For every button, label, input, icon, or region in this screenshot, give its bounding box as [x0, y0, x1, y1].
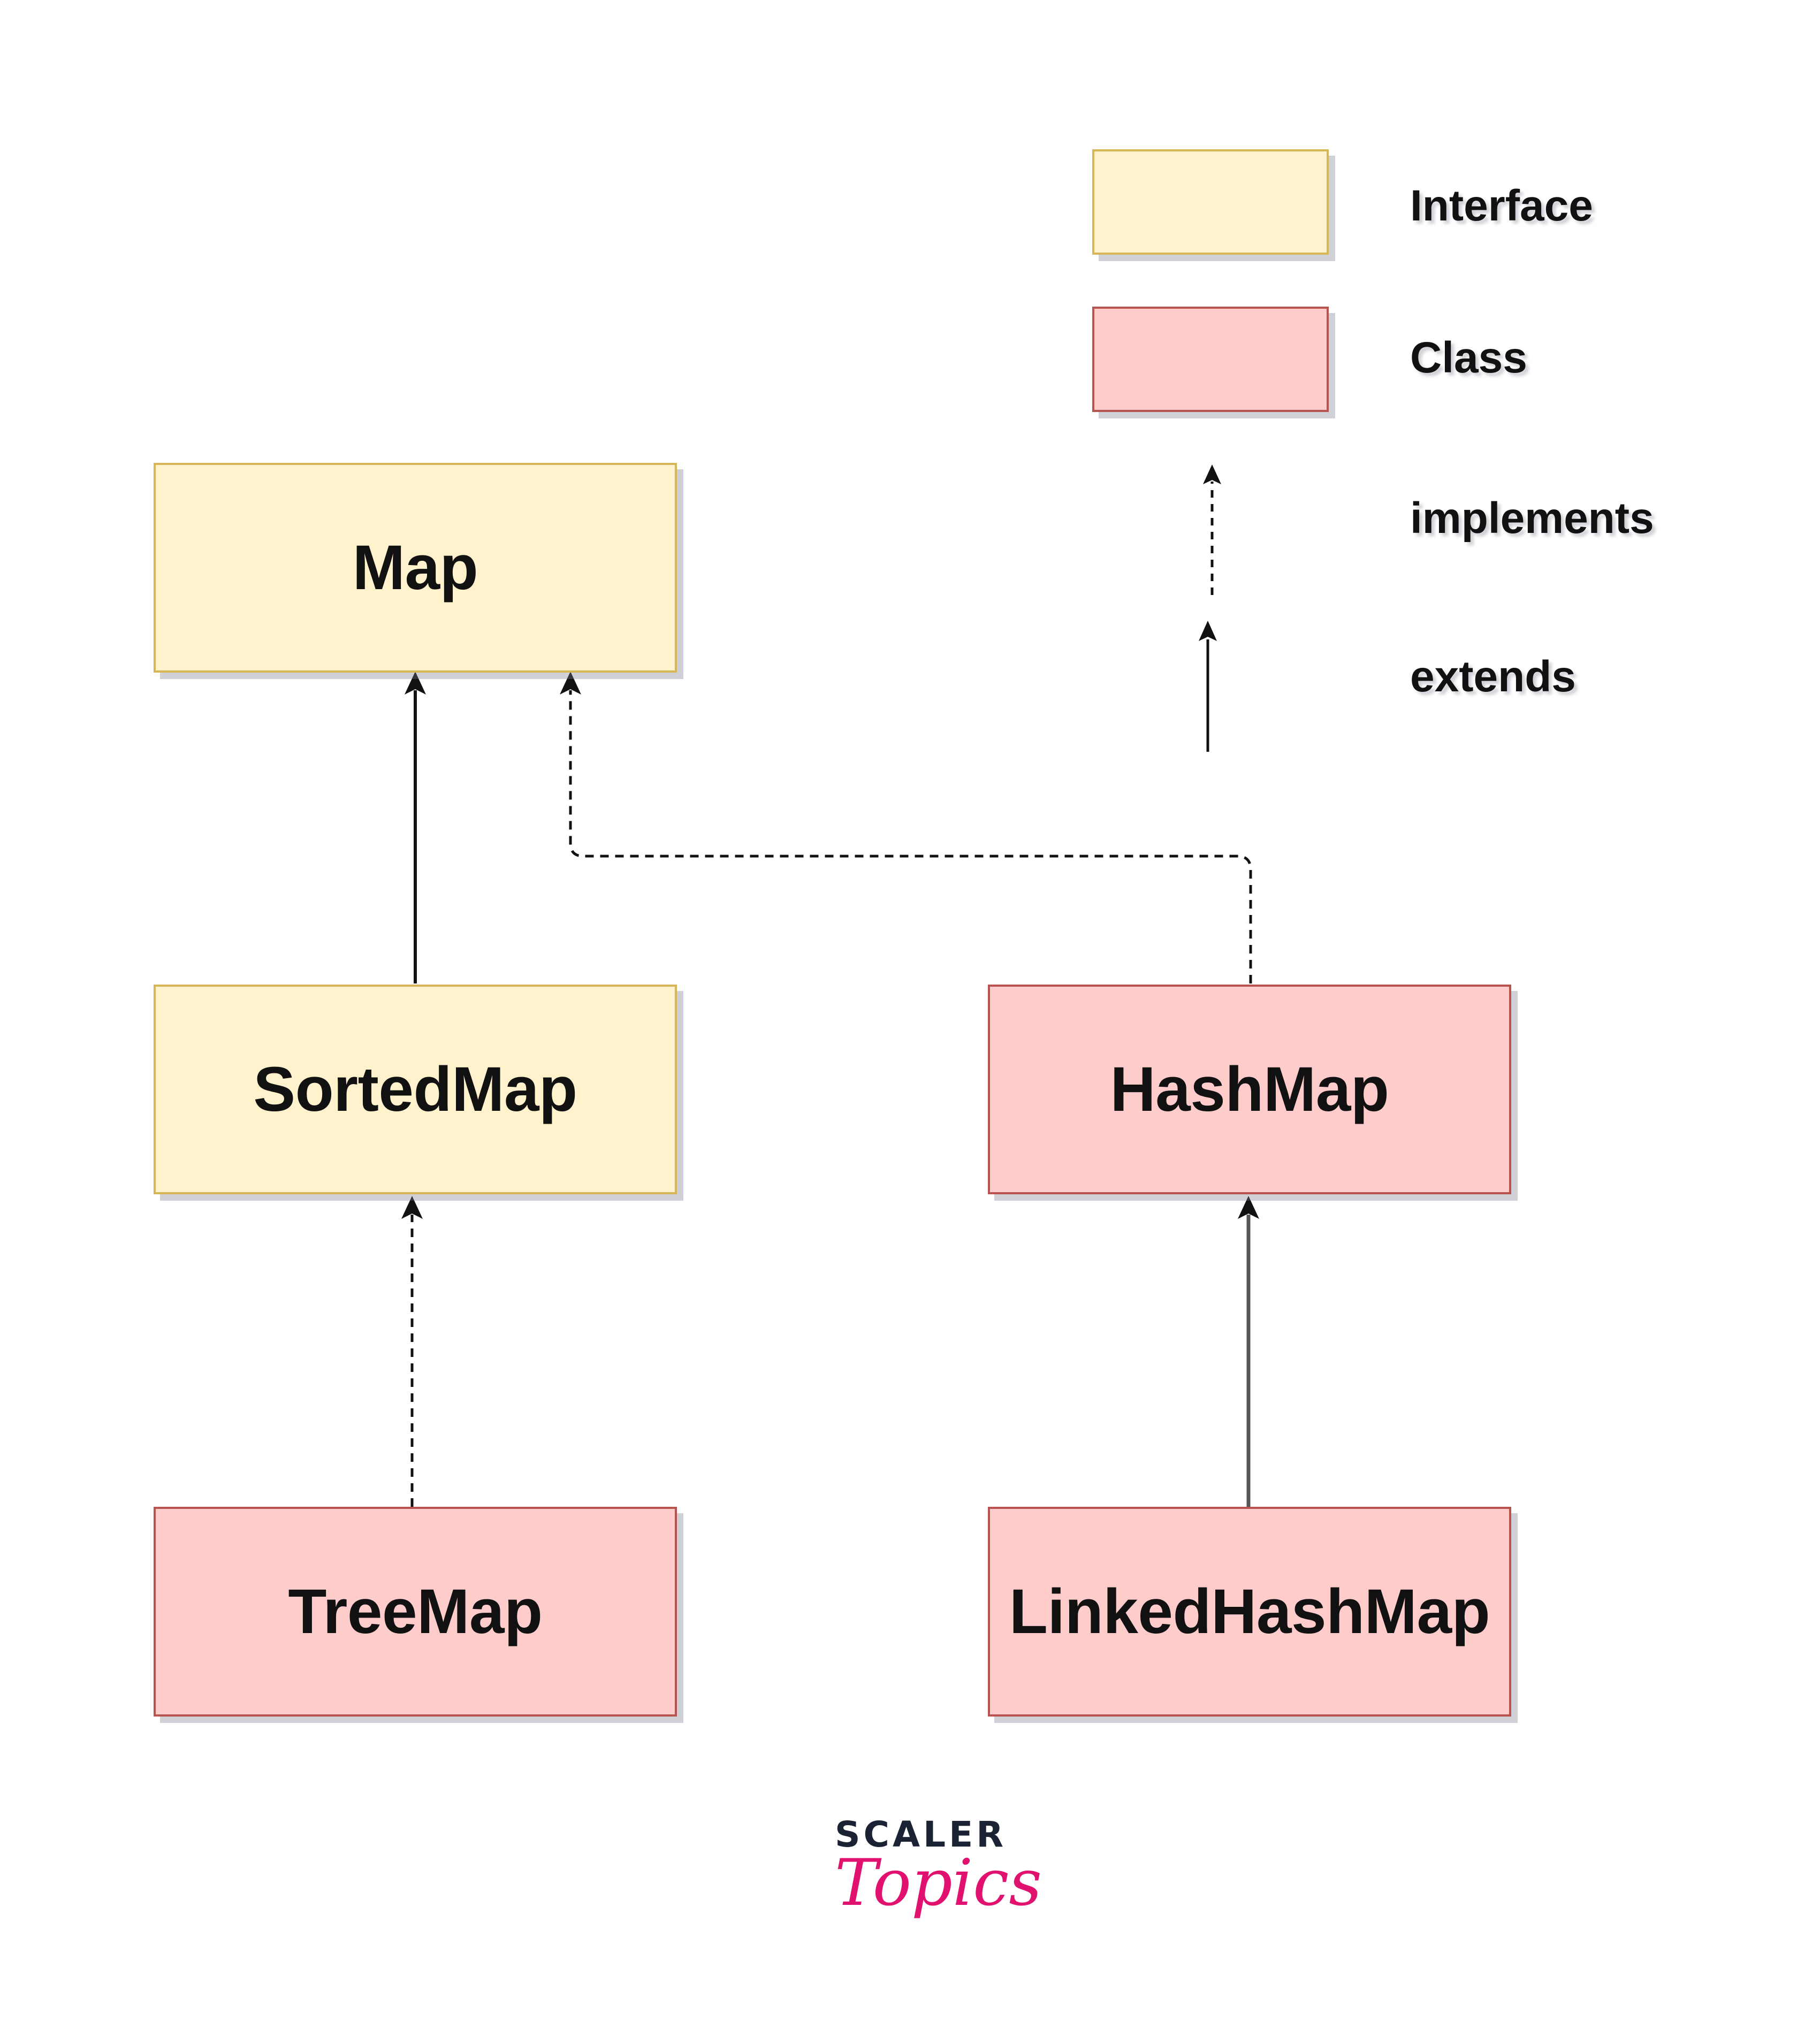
edge-linkedhashmap-extends-hashmap: [1238, 1196, 1259, 1507]
hashmap-box: HashMap: [988, 985, 1511, 1194]
edge-treemap-implements-sortedmap: [401, 1196, 423, 1507]
sortedmap-label: SortedMap: [253, 1054, 577, 1125]
map-box: Map: [154, 463, 677, 673]
legend-class-label: Class: [1410, 333, 1527, 382]
hashmap-label: HashMap: [1110, 1054, 1389, 1125]
legend-extends-label: extends: [1410, 652, 1576, 701]
legend-interface-swatch: [1092, 149, 1329, 255]
scaler-topics-logo: SCALER Topics: [835, 1814, 1042, 1974]
edge-sortedmap-extends-map: [405, 672, 426, 983]
treemap-box: TreeMap: [154, 1507, 677, 1717]
linkedhashmap-box: LinkedHashMap: [988, 1507, 1511, 1717]
edge-hashmap-implements-map: [560, 672, 1252, 983]
treemap-label: TreeMap: [288, 1576, 543, 1647]
logo-scaler-text: SCALER: [835, 1814, 1007, 1855]
map-label: Map: [352, 532, 478, 603]
sortedmap-box: SortedMap: [154, 985, 677, 1194]
legend-implements-arrow: [1203, 464, 1221, 595]
legend-interface-label: Interface: [1410, 181, 1593, 230]
legend-class-swatch: [1092, 307, 1329, 412]
logo-topics-text: Topics: [835, 1846, 1042, 1920]
legend-extends-arrow: [1199, 621, 1217, 752]
legend-implements-label: implements: [1410, 494, 1654, 543]
linkedhashmap-label: LinkedHashMap: [1009, 1576, 1490, 1647]
